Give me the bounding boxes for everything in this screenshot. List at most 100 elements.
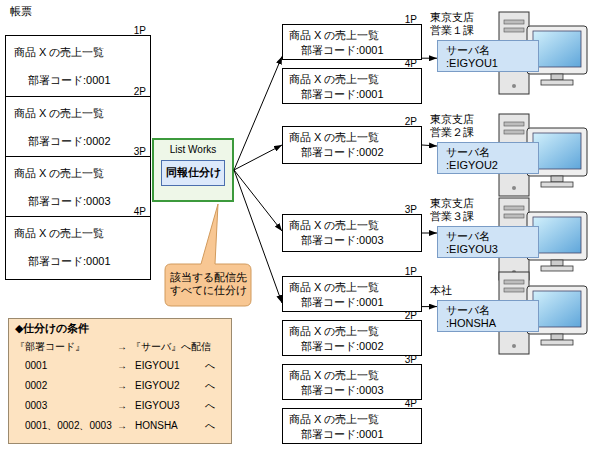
flow-arrow [234, 145, 282, 170]
report-title: 商品 X の売上一覧 [289, 325, 379, 338]
table-cell: 0002 [25, 379, 47, 392]
table-cell: 0001 [25, 359, 47, 372]
page-number: 2P [405, 309, 417, 322]
section-label: 帳票 [10, 5, 32, 18]
flow-arrow [234, 170, 282, 303]
department-code: 部署コード:0002 [301, 340, 384, 353]
department-code: 部署コード:0002 [301, 146, 384, 159]
page-number: 1P [405, 265, 417, 278]
software-name: List Works [154, 143, 232, 156]
output-page: 4P商品 X の売上一覧部署コード:0001 [282, 408, 422, 444]
report-title: 商品 X の売上一覧 [14, 167, 104, 180]
report-title: 商品 X の売上一覧 [289, 29, 379, 42]
table-cell: EIGYOU2 [135, 379, 179, 392]
server-label: 東京支店 営業１課サーバ名 :EIGYOU1 [437, 40, 539, 72]
department-code: 部署コード:0003 [301, 234, 384, 247]
report-title: 商品 X の売上一覧 [289, 281, 379, 294]
server-name: サーバ名 :HONSHA [446, 304, 530, 330]
flow-arrow [422, 306, 437, 307]
output-page: 1P商品 X の売上一覧部署コード:0001 [282, 24, 422, 60]
location-name: 本社 [430, 284, 484, 297]
table-cell: 『サーバ』へ配信 [131, 340, 211, 353]
flow-arrow [234, 170, 282, 231]
department-code: 部署コード:0001 [301, 428, 384, 441]
department-code: 部署コード:0002 [28, 135, 111, 148]
table-cell: 0003 [25, 399, 47, 412]
table-cell: → [117, 399, 127, 412]
table-cell: HONSHA [135, 419, 178, 432]
report-page: 4P商品 X の売上一覧部署コード:0001 [5, 216, 151, 280]
table-cell: EIGYOU3 [135, 399, 179, 412]
table-cell: 0001、0002、0003 [25, 419, 112, 432]
table-cell: へ [205, 359, 215, 372]
table-cell: → [117, 419, 127, 432]
output-page: 2P商品 X の売上一覧部署コード:0002 [282, 126, 422, 164]
report-title: 商品 X の売上一覧 [289, 73, 379, 86]
department-code: 部署コード:0001 [301, 296, 384, 309]
flow-arrow [234, 56, 282, 170]
process-box: 同報仕分け [161, 160, 225, 186]
page-number: 1P [405, 13, 417, 26]
server-label: 東京支店 営業３課サーバ名 :EIGYOU3 [437, 226, 539, 258]
table-cell: へ [205, 379, 215, 392]
report-title: 商品 X の売上一覧 [289, 413, 379, 426]
condition-table: ◆仕分けの条件『部署コード』 → 『サーバ』へ配信 0001 → EIGYOU1 へ 0002… [8, 318, 232, 444]
output-page: 3P商品 X の売上一覧部署コード:0003 [282, 214, 422, 252]
report-title: 商品 X の売上一覧 [289, 369, 379, 382]
table-cell: → [117, 379, 127, 392]
report-page: 3P商品 X の売上一覧部署コード:0003 [5, 156, 151, 217]
page-number: 1P [134, 24, 146, 37]
table-cell: EIGYOU1 [135, 359, 179, 372]
department-code: 部署コード:0001 [301, 44, 384, 57]
department-code: 部署コード:0003 [28, 195, 111, 208]
server-label: 本社サーバ名 :HONSHA [437, 300, 539, 332]
output-page: 4P商品 X の売上一覧部署コード:0001 [282, 68, 422, 104]
report-title: 商品 X の売上一覧 [14, 107, 104, 120]
process-name: 同報仕分け [162, 166, 224, 179]
report-title: 商品 X の売上一覧 [14, 227, 104, 240]
callout-outline [165, 204, 251, 306]
flow-arrow [422, 233, 437, 234]
location-name: 東京支店 営業２課 [430, 113, 484, 139]
table-cell: へ [205, 399, 215, 412]
location-name: 東京支店 営業３課 [430, 197, 484, 223]
callout-bubble: 該当する配信先 すべてに仕分け [165, 264, 251, 306]
page-number: 3P [405, 353, 417, 366]
flow-arrow [422, 58, 437, 59]
callout-text: 該当する配信先 すべてに仕分け [168, 271, 248, 297]
flow-arrow [422, 145, 437, 146]
software-box: List Works 同報仕分け [152, 138, 234, 202]
server-name: サーバ名 :EIGYOU1 [446, 44, 530, 70]
table-cell: 『部署コード』 [15, 340, 85, 353]
server-label: 東京支店 営業２課サーバ名 :EIGYOU2 [437, 142, 539, 174]
department-code: 部署コード:0003 [301, 384, 384, 397]
table-cell: → [117, 359, 127, 372]
report-page: 1P商品 X の売上一覧部署コード:0001 [5, 35, 151, 97]
department-code: 部署コード:0001 [28, 74, 111, 87]
department-code: 部署コード:0001 [28, 255, 111, 268]
page-number: 4P [134, 205, 146, 218]
table-cell: へ [205, 419, 215, 432]
report-title: 商品 X の売上一覧 [289, 131, 379, 144]
page-number: 2P [405, 115, 417, 128]
server-name: サーバ名 :EIGYOU3 [446, 230, 530, 256]
page-number: 3P [134, 145, 146, 158]
output-page: 2P商品 X の売上一覧部署コード:0002 [282, 320, 422, 356]
page-number: 3P [405, 203, 417, 216]
report-page: 2P商品 X の売上一覧部署コード:0002 [5, 96, 151, 157]
page-number: 4P [405, 397, 417, 410]
table-cell: → [117, 340, 127, 353]
report-title: 商品 X の売上一覧 [289, 219, 379, 232]
output-page: 1P商品 X の売上一覧部署コード:0001 [282, 276, 422, 312]
location-name: 東京支店 営業１課 [430, 11, 484, 37]
server-name: サーバ名 :EIGYOU2 [446, 146, 530, 172]
output-page: 3P商品 X の売上一覧部署コード:0003 [282, 364, 422, 400]
page-number: 4P [405, 57, 417, 70]
report-title: 商品 X の売上一覧 [14, 46, 104, 59]
department-code: 部署コード:0001 [301, 88, 384, 101]
table-heading: ◆仕分けの条件 [15, 322, 89, 335]
page-number: 2P [134, 85, 146, 98]
